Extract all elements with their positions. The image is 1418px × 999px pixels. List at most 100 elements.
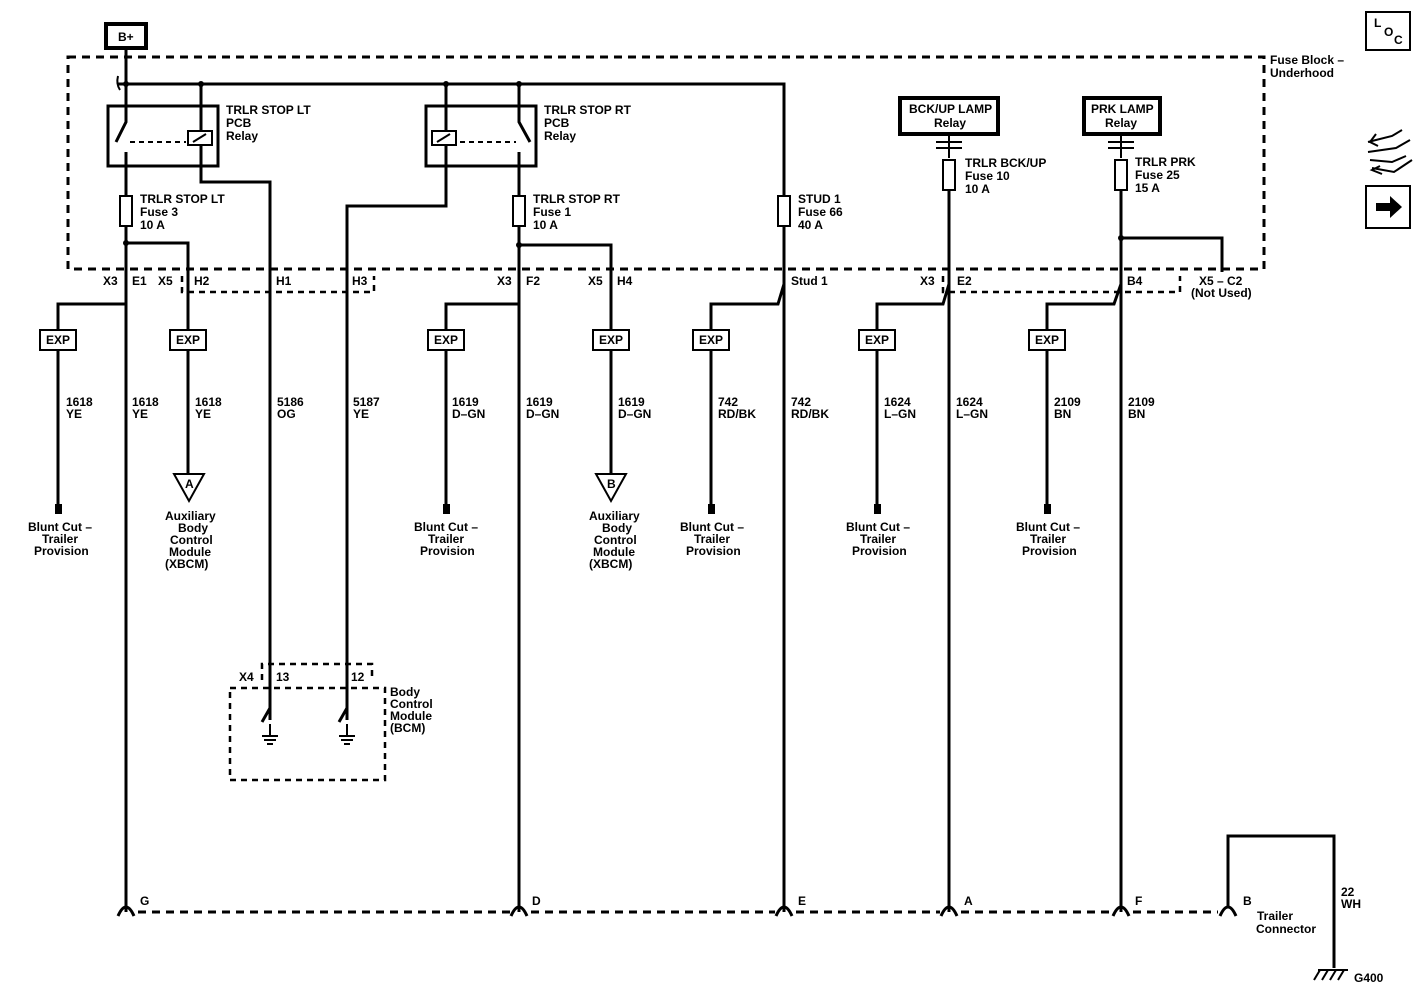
svg-text:5186: 5186 xyxy=(277,395,304,409)
svg-text:BN: BN xyxy=(1054,407,1071,421)
svg-text:Fuse 25: Fuse 25 xyxy=(1135,168,1180,182)
svg-text:G: G xyxy=(140,894,149,908)
svg-text:A: A xyxy=(185,477,194,491)
svg-text:Module: Module xyxy=(390,709,432,723)
svg-text:PCB: PCB xyxy=(226,116,252,130)
svg-text:BCK/UP LAMP: BCK/UP LAMP xyxy=(909,102,992,116)
svg-text:22: 22 xyxy=(1341,885,1355,899)
svg-text:X5: X5 xyxy=(158,274,173,288)
next-page-arrow-icon[interactable] xyxy=(1365,185,1411,229)
svg-text:Auxiliary: Auxiliary xyxy=(165,509,216,523)
svg-text:RD/BK: RD/BK xyxy=(791,407,829,421)
connector-swap-icon[interactable] xyxy=(1367,129,1413,175)
trailer-connector: G D E A F B Trailer Connector G400 xyxy=(116,834,1384,985)
svg-text:Control: Control xyxy=(594,533,637,547)
svg-text:A: A xyxy=(964,894,973,908)
svg-text:Trailer: Trailer xyxy=(1030,532,1066,546)
svg-text:Module: Module xyxy=(593,545,635,559)
svg-text:Trailer: Trailer xyxy=(42,532,78,546)
svg-text:742: 742 xyxy=(791,395,811,409)
blunt-cut-ends xyxy=(55,504,1051,514)
svg-text:Trailer: Trailer xyxy=(860,532,896,546)
svg-text:X4: X4 xyxy=(239,670,254,684)
svg-text:Connector: Connector xyxy=(1256,922,1316,936)
svg-text:(BCM): (BCM) xyxy=(390,721,425,735)
svg-text:EXP: EXP xyxy=(699,333,723,347)
svg-text:Relay: Relay xyxy=(544,129,576,143)
svg-text:YE: YE xyxy=(353,407,369,421)
fuse-block-pin-labels: X3 E1 X5 H2 H1 H3 X3 F2 X5 H4 Stud 1 X3 … xyxy=(103,274,1252,300)
fuse-trlr-stop-lt: TRLR STOP LT Fuse 3 10 A xyxy=(119,192,225,912)
svg-text:X3: X3 xyxy=(497,274,512,288)
svg-text:Blunt Cut –: Blunt Cut – xyxy=(846,520,910,534)
svg-text:F: F xyxy=(1135,894,1142,908)
svg-text:Auxiliary: Auxiliary xyxy=(589,509,640,523)
fuse-trlr-stop-rt: TRLR STOP RT Fuse 1 10 A xyxy=(512,192,621,912)
svg-text:Provision: Provision xyxy=(852,544,907,558)
svg-text:E2: E2 xyxy=(957,274,972,288)
svg-text:5187: 5187 xyxy=(353,395,380,409)
svg-text:10 A: 10 A xyxy=(140,218,165,232)
svg-text:Trailer: Trailer xyxy=(428,532,464,546)
svg-text:C: C xyxy=(1394,33,1403,47)
svg-text:(XBCM): (XBCM) xyxy=(165,557,208,571)
svg-text:TRLR STOP RT: TRLR STOP RT xyxy=(533,192,621,206)
svg-text:X5: X5 xyxy=(588,274,603,288)
svg-text:D: D xyxy=(532,894,541,908)
svg-text:1624: 1624 xyxy=(884,395,911,409)
bplus-bus xyxy=(118,48,786,196)
svg-text:Provision: Provision xyxy=(420,544,475,558)
svg-text:X3: X3 xyxy=(103,274,118,288)
svg-text:EXP: EXP xyxy=(1035,333,1059,347)
svg-text:10 A: 10 A xyxy=(533,218,558,232)
svg-text:PCB: PCB xyxy=(544,116,570,130)
svg-text:2109: 2109 xyxy=(1054,395,1081,409)
svg-text:1619: 1619 xyxy=(618,395,645,409)
svg-text:Blunt Cut –: Blunt Cut – xyxy=(414,520,478,534)
svg-text:Trailer: Trailer xyxy=(694,532,730,546)
svg-text:13: 13 xyxy=(276,670,290,684)
svg-text:1618: 1618 xyxy=(66,395,93,409)
svg-text:D–GN: D–GN xyxy=(526,407,559,421)
svg-text:L–GN: L–GN xyxy=(956,407,988,421)
svg-text:PRK LAMP: PRK LAMP xyxy=(1091,102,1154,116)
relay-prk-lamp: PRK LAMP Relay TRLR PRK Fuse 25 15 A xyxy=(1082,96,1224,912)
svg-text:L–GN: L–GN xyxy=(884,407,916,421)
svg-text:2109: 2109 xyxy=(1128,395,1155,409)
svg-text:Relay: Relay xyxy=(934,116,966,130)
svg-text:F2: F2 xyxy=(526,274,540,288)
svg-text:TRLR STOP LT: TRLR STOP LT xyxy=(226,103,311,117)
loc-icon[interactable]: L O C xyxy=(1365,11,1411,51)
svg-text:Provision: Provision xyxy=(686,544,741,558)
svg-text:H2: H2 xyxy=(194,274,210,288)
svg-text:EXP: EXP xyxy=(865,333,889,347)
svg-text:1618: 1618 xyxy=(195,395,222,409)
svg-text:Underhood: Underhood xyxy=(1270,66,1334,80)
svg-text:Control: Control xyxy=(390,697,433,711)
svg-text:EXP: EXP xyxy=(46,333,70,347)
exp-splices: EXP EXP EXP EXP EXP EXP EXP xyxy=(39,329,1066,351)
svg-text:B: B xyxy=(607,477,616,491)
svg-text:Fuse 3: Fuse 3 xyxy=(140,205,178,219)
svg-text:D–GN: D–GN xyxy=(452,407,485,421)
svg-text:H3: H3 xyxy=(352,274,368,288)
svg-text:H1: H1 xyxy=(276,274,292,288)
xbcm-connection-a: A Auxiliary Body Control Module (XBCM) xyxy=(165,473,216,571)
svg-text:YE: YE xyxy=(132,407,148,421)
svg-text:B4: B4 xyxy=(1127,274,1143,288)
svg-text:EXP: EXP xyxy=(176,333,200,347)
battery-positive-label: B+ xyxy=(104,22,148,50)
svg-text:OG: OG xyxy=(277,407,296,421)
svg-text:Provision: Provision xyxy=(1022,544,1077,558)
svg-text:Body: Body xyxy=(602,521,632,535)
svg-text:Fuse 10: Fuse 10 xyxy=(965,169,1010,183)
svg-text:RD/BK: RD/BK xyxy=(718,407,756,421)
fuse-block-outline xyxy=(66,55,1266,271)
relay-trlr-stop-rt: TRLR STOP RT PCB Relay xyxy=(345,84,632,720)
svg-text:TRLR STOP LT: TRLR STOP LT xyxy=(140,192,225,206)
svg-text:BN: BN xyxy=(1128,407,1145,421)
svg-text:Blunt Cut –: Blunt Cut – xyxy=(680,520,744,534)
